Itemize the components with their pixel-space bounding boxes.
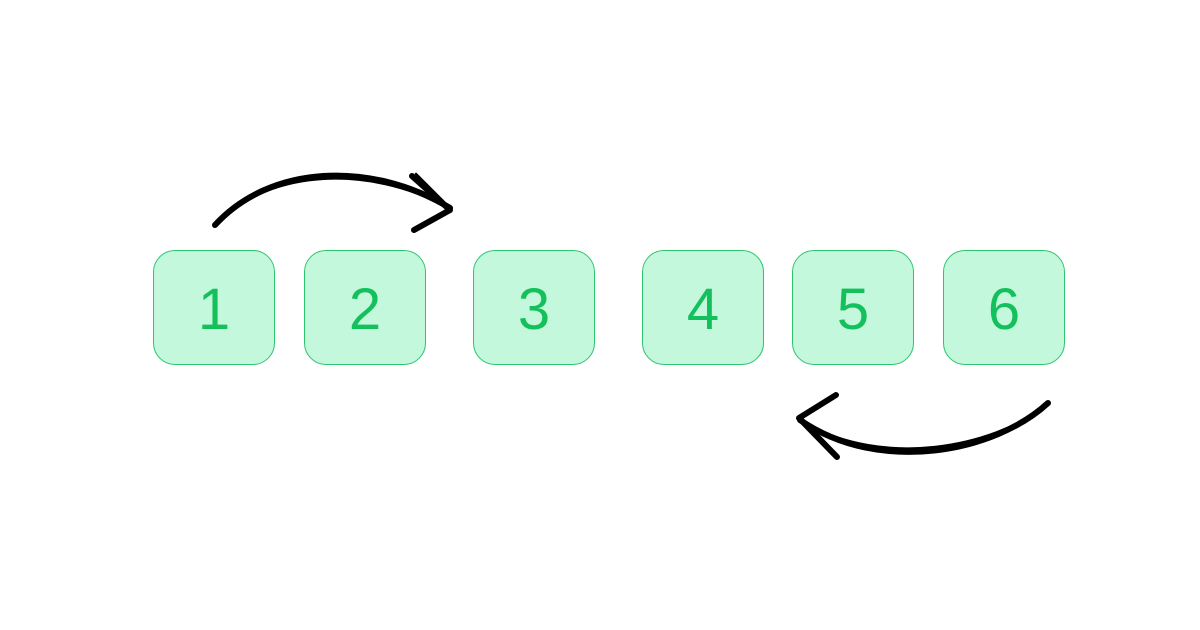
tile-label: 2 bbox=[348, 276, 382, 342]
number-tile-5: 5 bbox=[792, 250, 914, 365]
number-tile-4: 4 bbox=[642, 250, 764, 365]
number-tile-3: 3 bbox=[473, 250, 595, 365]
number-tile-2: 2 bbox=[304, 250, 426, 365]
curved-arrow-right-icon bbox=[212, 172, 453, 233]
curved-arrow-left-icon bbox=[796, 392, 1051, 460]
tile-label: 4 bbox=[686, 276, 720, 342]
number-tile-1: 1 bbox=[153, 250, 275, 365]
tile-label: 3 bbox=[517, 276, 551, 342]
tile-label: 6 bbox=[987, 276, 1021, 342]
tile-label: 1 bbox=[197, 276, 231, 342]
number-tile-6: 6 bbox=[943, 250, 1065, 365]
tile-label: 5 bbox=[836, 276, 870, 342]
